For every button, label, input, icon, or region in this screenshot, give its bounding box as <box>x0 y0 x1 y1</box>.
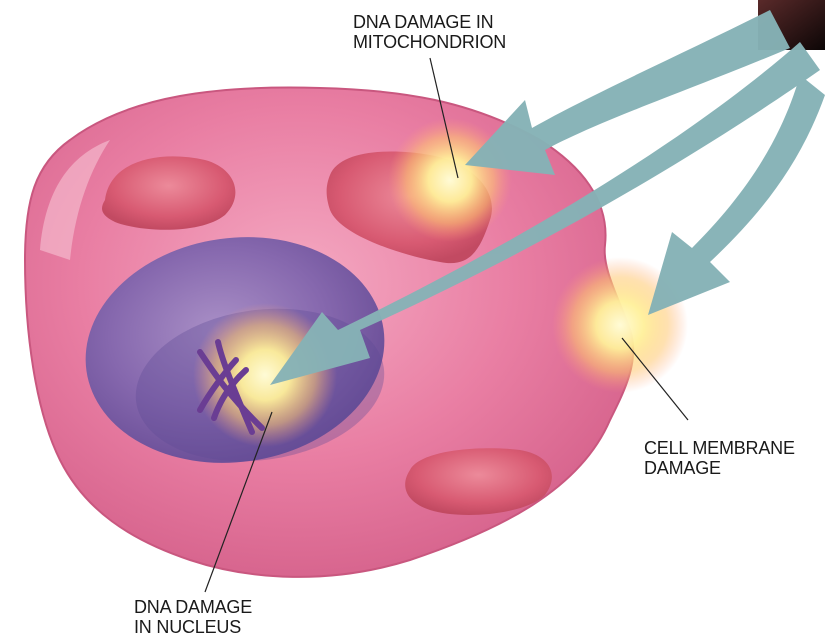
label-cell-membrane-damage: CELL MEMBRANE DAMAGE <box>644 438 795 478</box>
label-line: IN NUCLEUS <box>134 617 252 637</box>
label-line: DNA DAMAGE IN <box>353 12 506 32</box>
label-line: DNA DAMAGE <box>134 597 252 617</box>
label-line: CELL MEMBRANE <box>644 438 795 458</box>
label-line: MITOCHONDRION <box>353 32 506 52</box>
label-dna-damage-mitochondrion: DNA DAMAGE IN MITOCHONDRION <box>353 12 506 52</box>
label-dna-damage-nucleus: DNA DAMAGE IN NUCLEUS <box>134 597 252 637</box>
label-line: DAMAGE <box>644 458 795 478</box>
